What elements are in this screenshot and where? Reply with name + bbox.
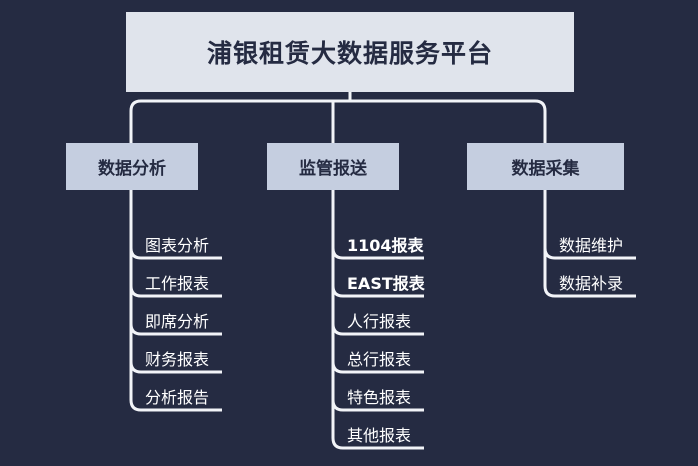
leaf-item[interactable]: 其他报表 — [347, 422, 411, 446]
leaf-item-label: 总行报表 — [347, 350, 412, 369]
leaf-item-label: 即席分析 — [145, 312, 210, 331]
branch-node-label: 监管报送 — [299, 159, 367, 179]
leaf-item[interactable]: 财务报表 — [145, 346, 209, 370]
leaf-tick-1-2 — [331, 323, 344, 336]
connector-to-branch-1 — [331, 99, 350, 143]
leaf-item-label: 特色报表 — [347, 388, 412, 407]
root-node[interactable]: 浦银租赁大数据服务平台 — [126, 12, 574, 92]
leaf-item-label: 1104报表 — [347, 236, 424, 255]
leaf-item[interactable]: 数据补录 — [559, 270, 623, 294]
leaf-tick-0-2 — [129, 323, 142, 336]
branch-node-regulatory-reporting[interactable]: 监管报送 — [267, 143, 399, 190]
leaf-tick-1-0 — [331, 247, 344, 260]
leaf-tick-1-1 — [331, 285, 344, 298]
leaf-item-label: EAST报表 — [347, 274, 425, 293]
connector-to-branch-2 — [350, 99, 547, 143]
branch-node-data-collection[interactable]: 数据采集 — [467, 143, 624, 190]
leaf-item-label: 图表分析 — [145, 236, 210, 255]
leaf-item-label: 数据补录 — [559, 274, 624, 293]
leaf-item[interactable]: 数据维护 — [559, 232, 623, 256]
leaf-item[interactable]: 总行报表 — [347, 346, 411, 370]
leaf-item-label: 分析报告 — [145, 388, 210, 407]
leaf-item-label: 其他报表 — [347, 426, 412, 445]
leaf-tick-1-3 — [331, 361, 344, 374]
leaf-item[interactable]: 特色报表 — [347, 384, 411, 408]
leaf-item-label: 人行报表 — [347, 312, 412, 331]
leaf-tick-0-0 — [129, 247, 142, 260]
trunk-branch-0 — [129, 190, 222, 412]
leaf-item-label: 数据维护 — [559, 236, 624, 255]
connector-to-branch-0 — [129, 99, 350, 143]
branch-node-label: 数据采集 — [511, 159, 580, 179]
leaf-item[interactable]: 人行报表 — [347, 308, 411, 332]
leaf-item[interactable]: 图表分析 — [145, 232, 209, 256]
leaf-item[interactable]: 工作报表 — [145, 270, 209, 294]
root-node-label: 浦银租赁大数据服务平台 — [206, 39, 493, 68]
leaf-item[interactable]: EAST报表 — [347, 270, 425, 294]
leaf-item-label: 财务报表 — [145, 350, 210, 369]
leaf-item[interactable]: 分析报告 — [145, 384, 209, 408]
leaf-tick-2-0 — [543, 247, 556, 260]
branch-node-data-analysis[interactable]: 数据分析 — [66, 143, 198, 190]
branch-node-label: 数据分析 — [98, 159, 166, 179]
leaf-tick-0-3 — [129, 361, 142, 374]
leaf-tick-0-1 — [129, 285, 142, 298]
leaf-item[interactable]: 即席分析 — [145, 308, 209, 332]
leaf-tick-1-4 — [331, 399, 344, 412]
leaf-item-label: 工作报表 — [145, 274, 210, 293]
leaf-item[interactable]: 1104报表 — [347, 232, 424, 256]
